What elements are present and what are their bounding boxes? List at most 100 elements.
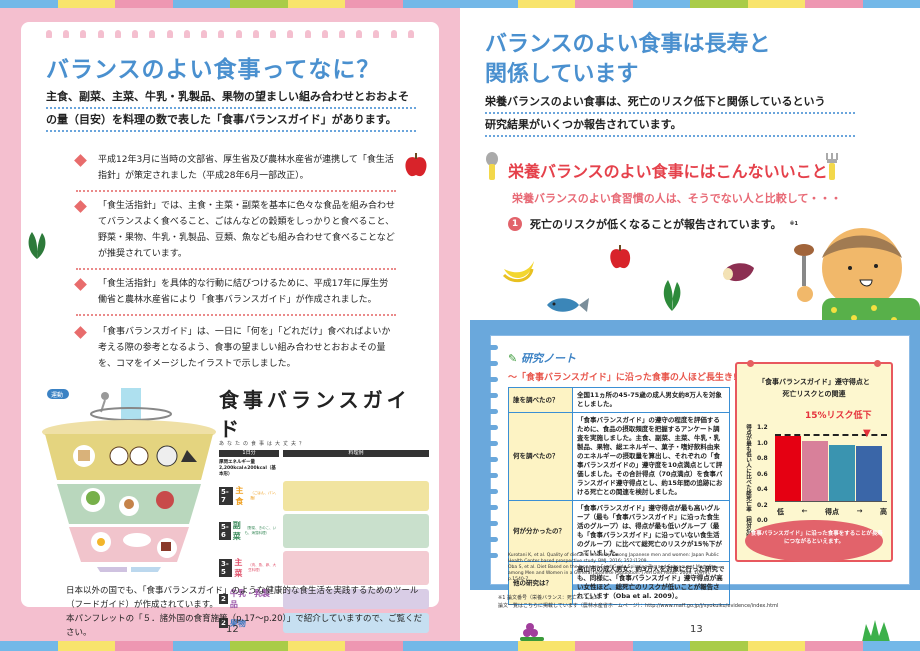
page-title: バランスのよい食事ってなに？ [46, 57, 381, 83]
answer-cell: 「食事バランスガイド」の遵守の程度を評価するために、食品の摂取頻度を把握するアン… [572, 412, 730, 501]
binder-hole [390, 30, 397, 38]
answer-cell: 「食事バランスガイド」遵守得点が最も高いグループ（最も「食事バランスガイド」に沿… [572, 500, 730, 562]
servings-badge: 5-6 [219, 522, 231, 540]
binder-hole [132, 30, 139, 38]
page-number: 12 [226, 624, 239, 635]
apple-icon [405, 153, 427, 177]
spiral-ring [484, 441, 498, 446]
chart-bar [829, 445, 855, 501]
servings-badge: 2 [219, 618, 228, 628]
spiral-ring [484, 473, 498, 478]
guide-subtitle: あなたの食事は大丈夫？ [219, 441, 308, 447]
stripe-segment [690, 0, 748, 8]
guide-title: 食事バランスガイド [219, 388, 411, 441]
stripe-segment [862, 0, 920, 8]
y-tick: 1.0 [757, 439, 768, 447]
page-number: 13 [690, 624, 703, 635]
stripe-segment [632, 0, 690, 8]
diamond-bullet-icon [74, 278, 87, 291]
stripe-segment [747, 0, 805, 8]
water-glass-icon [121, 388, 141, 420]
stripe-segment [632, 641, 690, 651]
stripe-segment [805, 0, 863, 8]
stripe-segment [115, 641, 173, 651]
table-row: 誰を調べたの？全国11ヵ所の45-75歳の成人男女約8万人を対象としました。 [508, 387, 730, 413]
apple-icon [610, 245, 631, 269]
benefit-item: 1 死亡のリスクが低くなることが報告されています。 ※1 [508, 216, 798, 232]
binder-hole [114, 30, 121, 38]
examples-band [283, 514, 429, 548]
x-tick: 高 [880, 508, 887, 516]
binder-hole [304, 30, 311, 38]
stripe-segment [402, 0, 460, 8]
stripe-segment [0, 641, 58, 651]
spiral-ring [484, 553, 498, 558]
diamond-bullet-icon [74, 154, 87, 167]
binder-hole [321, 30, 328, 38]
spiral-ring [484, 505, 498, 510]
svg-text:運動: 運動 [51, 391, 63, 399]
section-title: 栄養バランスのよい食事にはこんないいこと [508, 162, 828, 181]
stripe-segment [115, 0, 173, 8]
group-name: 副菜 [232, 521, 241, 541]
stripe-segment [287, 0, 345, 8]
table-row: 何が分かったの？「食事バランスガイド」遵守得点が最も高いグループ（最も「食事バラ… [508, 500, 730, 562]
diamond-bullet-icon [74, 326, 87, 339]
chart-title: 「食事バランスガイド」遵守得点と 死亡リスクとの関連 [758, 378, 870, 398]
bottom-color-stripe [0, 641, 920, 651]
reference-line [775, 434, 887, 436]
examples-band [283, 481, 429, 511]
stripe-segment [57, 641, 115, 651]
section-subtitle: 栄養バランスのよい食習慣の人は、そうでない人と比較して・・・ [512, 192, 842, 205]
binder-hole [166, 30, 173, 38]
question-cell: 何を調べたの？ [508, 412, 573, 501]
research-table: 誰を調べたの？全国11ヵ所の45-75歳の成人男女約8万人を対象としました。何を… [508, 387, 730, 605]
notebook-spiral [484, 345, 498, 558]
y-tick: 0.6 [757, 470, 768, 478]
bullet-item: 「食事バランスガイド」は、一日に「何を」「どれだけ」食べればよいか考える際の参考… [74, 324, 396, 378]
runner-icon [101, 392, 109, 400]
stripe-segment [460, 0, 518, 8]
binder-hole [183, 30, 190, 38]
column-header-day: 1日分 [219, 450, 279, 457]
binder-hole [407, 30, 414, 38]
stripe-segment [460, 641, 518, 651]
question-cell: 何が分かったの？ [508, 500, 573, 562]
sweet-potato-icon [723, 263, 754, 282]
stripe-segment [402, 641, 460, 651]
binder-hole [270, 30, 277, 38]
bullet-item: 平成12年3月に当時の文部省、厚生省及び農林水産省が連携して「食生活指針」が策定… [74, 152, 396, 192]
diamond-bullet-icon [74, 200, 87, 213]
stripe-segment [345, 0, 403, 8]
servings-badge: 5-7 [219, 487, 234, 505]
chart-bar [856, 445, 882, 501]
spiral-ring [484, 489, 498, 494]
binder-hole [338, 30, 345, 38]
servings-badge: 2 [219, 594, 228, 604]
grass-icon [862, 620, 890, 642]
left-page-background: バランスのよい食事ってなに？ 主食、副菜、主菜、牛乳・乳製品、果物の望ましい組み… [0, 8, 460, 641]
stripe-segment [690, 641, 748, 651]
question-cell: 他の研究は？ [508, 561, 573, 605]
food-balance-guide-figure: 運動 食事バランスガイド あなたの [39, 384, 429, 633]
spinach-icon [28, 232, 46, 259]
stripe-segment [517, 641, 575, 651]
y-tick: 0.0 [757, 517, 768, 524]
binder-hole [46, 30, 52, 38]
page-title: バランスのよい食事は長寿と 関係しています [485, 32, 771, 87]
stripe-segment [172, 0, 230, 8]
stripe-segment [0, 0, 58, 8]
top-color-stripe [0, 0, 920, 8]
pencil-icon: ✎ [508, 352, 518, 365]
pin-icon [747, 360, 754, 367]
spiral-ring [484, 361, 498, 366]
x-tick: 得点 [825, 508, 839, 516]
binder-hole [97, 30, 104, 38]
spiral-ring [484, 425, 498, 430]
research-note-subtitle: 〜「食事バランスガイド」に沿った食事の人ほど長生き!?〜 [508, 373, 752, 383]
y-tick: 0.8 [757, 455, 768, 462]
group-name: 果物 [229, 618, 246, 628]
stripe-segment [287, 641, 345, 651]
binder-hole [356, 30, 363, 38]
